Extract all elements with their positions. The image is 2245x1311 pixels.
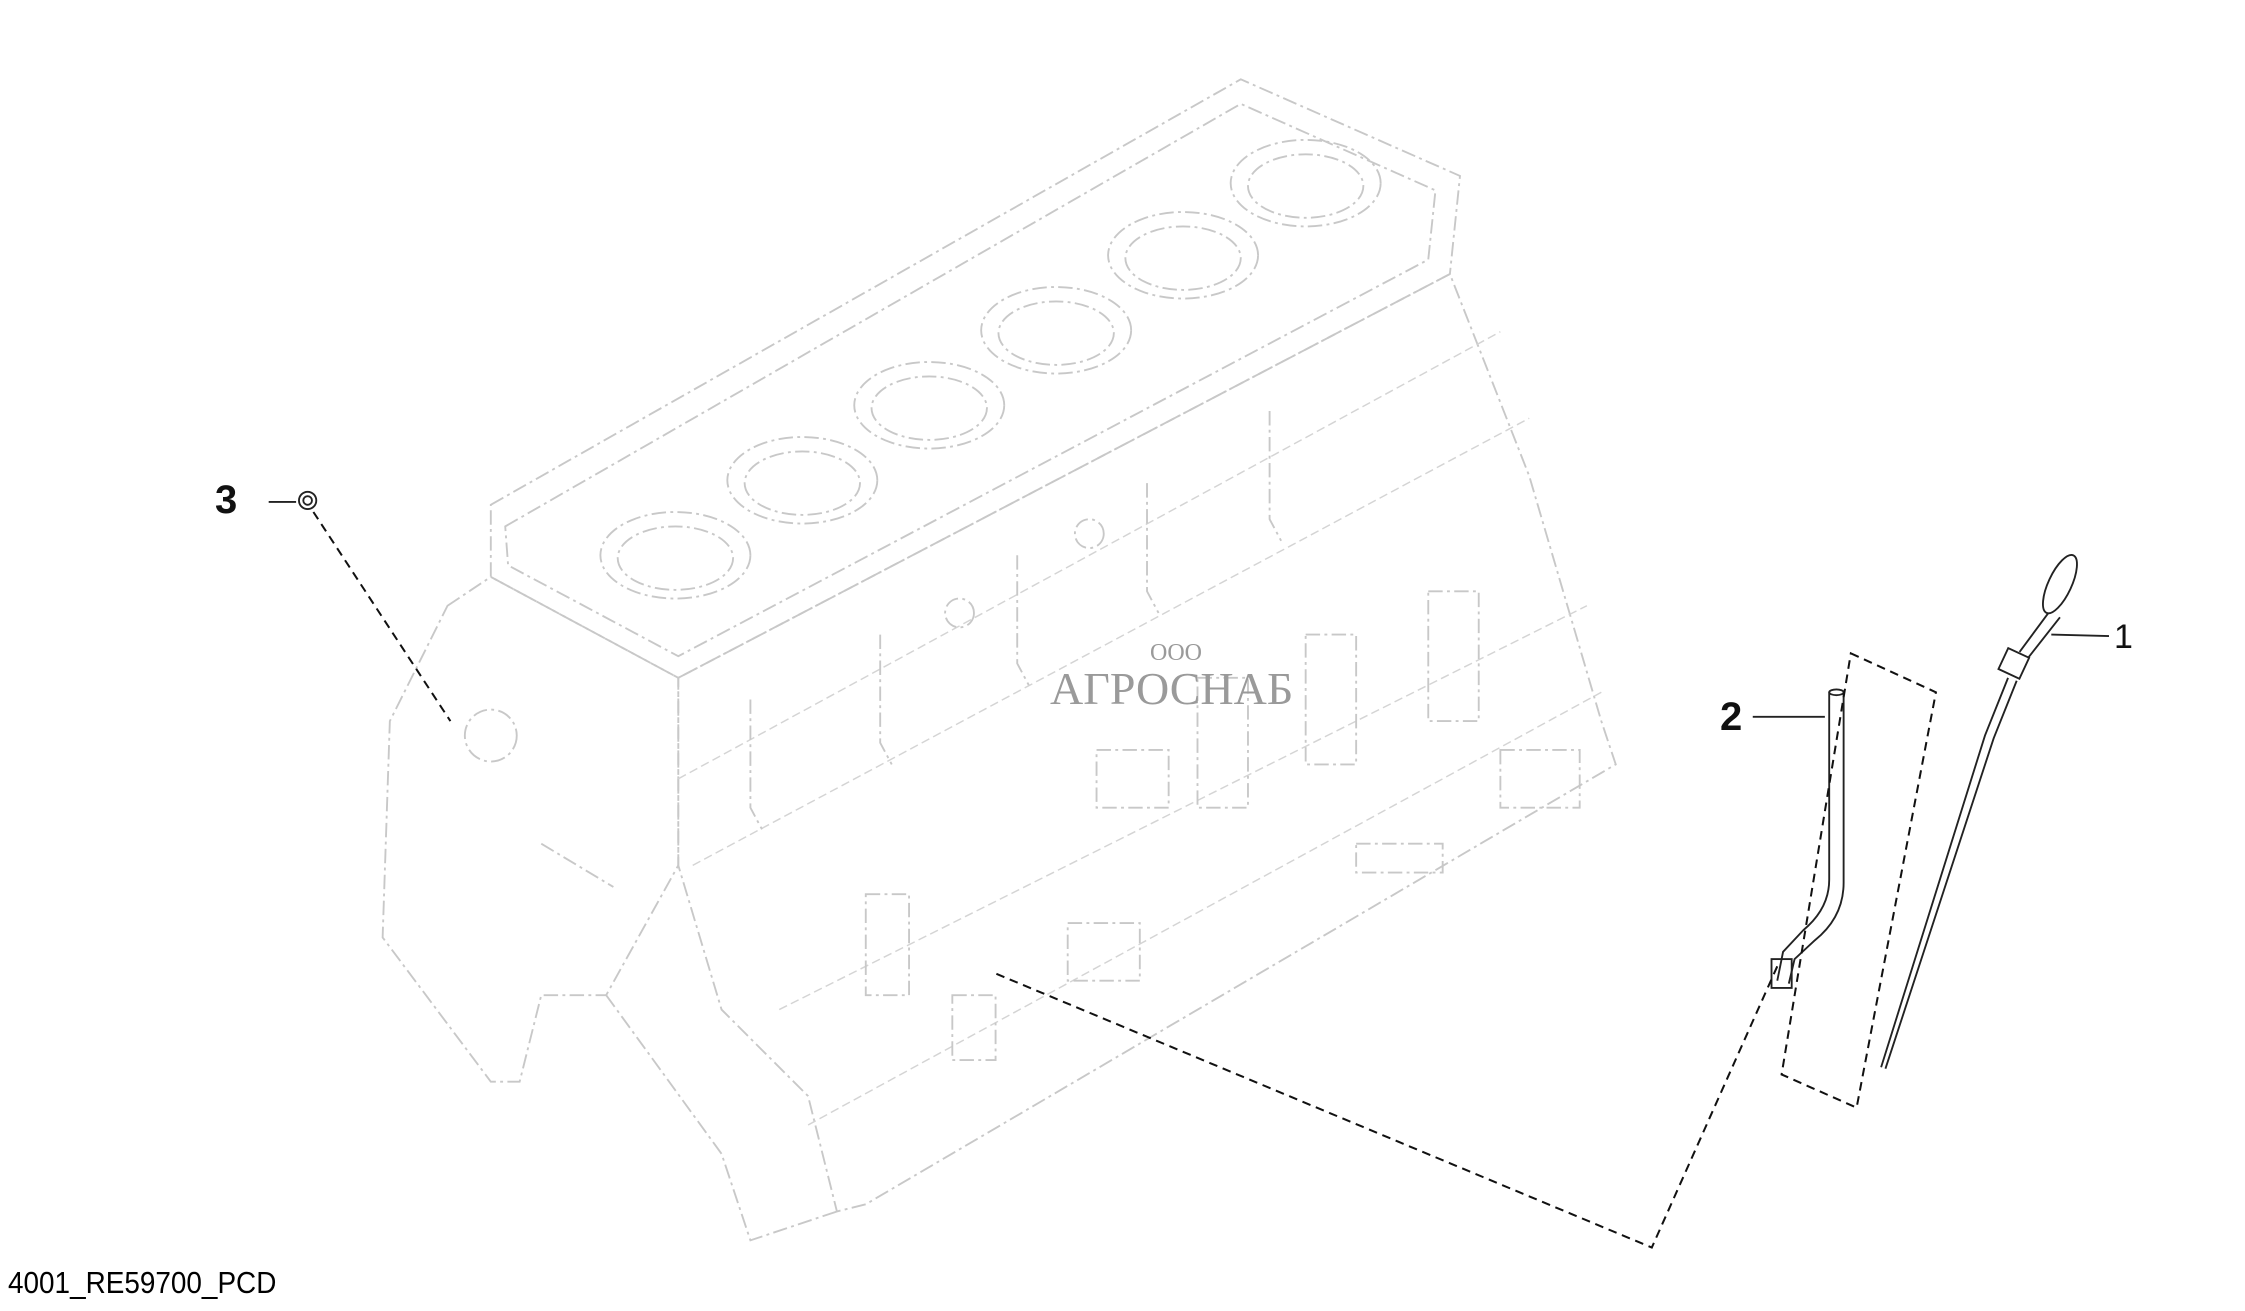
callout-2[interactable]: 2 xyxy=(1720,695,1743,739)
part-2-dipstick-tube[interactable] xyxy=(995,651,1938,1249)
cylinder-bores xyxy=(599,138,1382,600)
engine-block-ghost xyxy=(381,78,1617,1242)
callout-1[interactable]: 1 xyxy=(2114,618,2133,656)
diagram-caption: 4001_RE59700_PCD xyxy=(8,1265,277,1300)
callout-3[interactable]: 3 xyxy=(215,478,238,522)
part-3-plug[interactable] xyxy=(268,490,452,722)
part-1-dipstick[interactable] xyxy=(1880,550,2110,1069)
block-ribs xyxy=(749,411,1581,1061)
watermark-name: АГРОСНАБ xyxy=(1050,663,1294,714)
watermark-prefix: ООО xyxy=(1150,640,1202,666)
